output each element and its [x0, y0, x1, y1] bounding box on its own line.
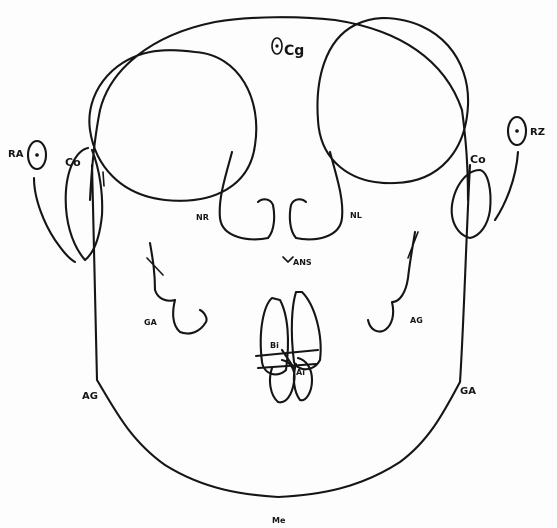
ra-point — [35, 153, 39, 157]
condyle-left — [452, 170, 491, 238]
process-left-cross — [408, 232, 418, 258]
label-ai: Ai — [296, 368, 305, 377]
label-me: Me — [272, 516, 286, 525]
zygomatic-curve-right — [34, 178, 75, 262]
orbit-right — [89, 50, 256, 201]
nasal-cavity-right — [220, 152, 274, 239]
label-co-right: Co — [470, 153, 486, 166]
zygomatic-curve-left — [495, 152, 518, 220]
label-co-left: Co — [65, 156, 81, 169]
mandible-outline — [92, 165, 470, 497]
process-right — [150, 243, 207, 334]
label-ra: RA — [8, 149, 24, 160]
label-ag-left: AG — [82, 391, 98, 402]
label-cg: Cg — [284, 43, 304, 59]
label-ga-left: GA — [144, 318, 158, 327]
crista-galli-point — [275, 44, 278, 47]
nasal-cavity-left — [290, 152, 342, 239]
incisor-upper-right — [261, 298, 288, 374]
rz-point — [515, 129, 519, 133]
label-ga-right: GA — [460, 386, 476, 397]
skull-outline — [90, 17, 468, 200]
label-ans: ANS — [293, 258, 312, 267]
label-nl: NL — [350, 211, 362, 220]
condyle-right-tick — [103, 172, 104, 186]
label-bi: Bi — [270, 341, 279, 350]
incisor-crossing — [256, 350, 318, 368]
label-ag-right: AG — [410, 316, 423, 325]
label-nr: NR — [196, 213, 209, 222]
label-rz: RZ — [530, 127, 545, 138]
orbit-left — [317, 18, 468, 183]
incisor-upper-left — [292, 292, 321, 369]
process-left — [368, 232, 415, 332]
ans-marker — [283, 257, 293, 262]
